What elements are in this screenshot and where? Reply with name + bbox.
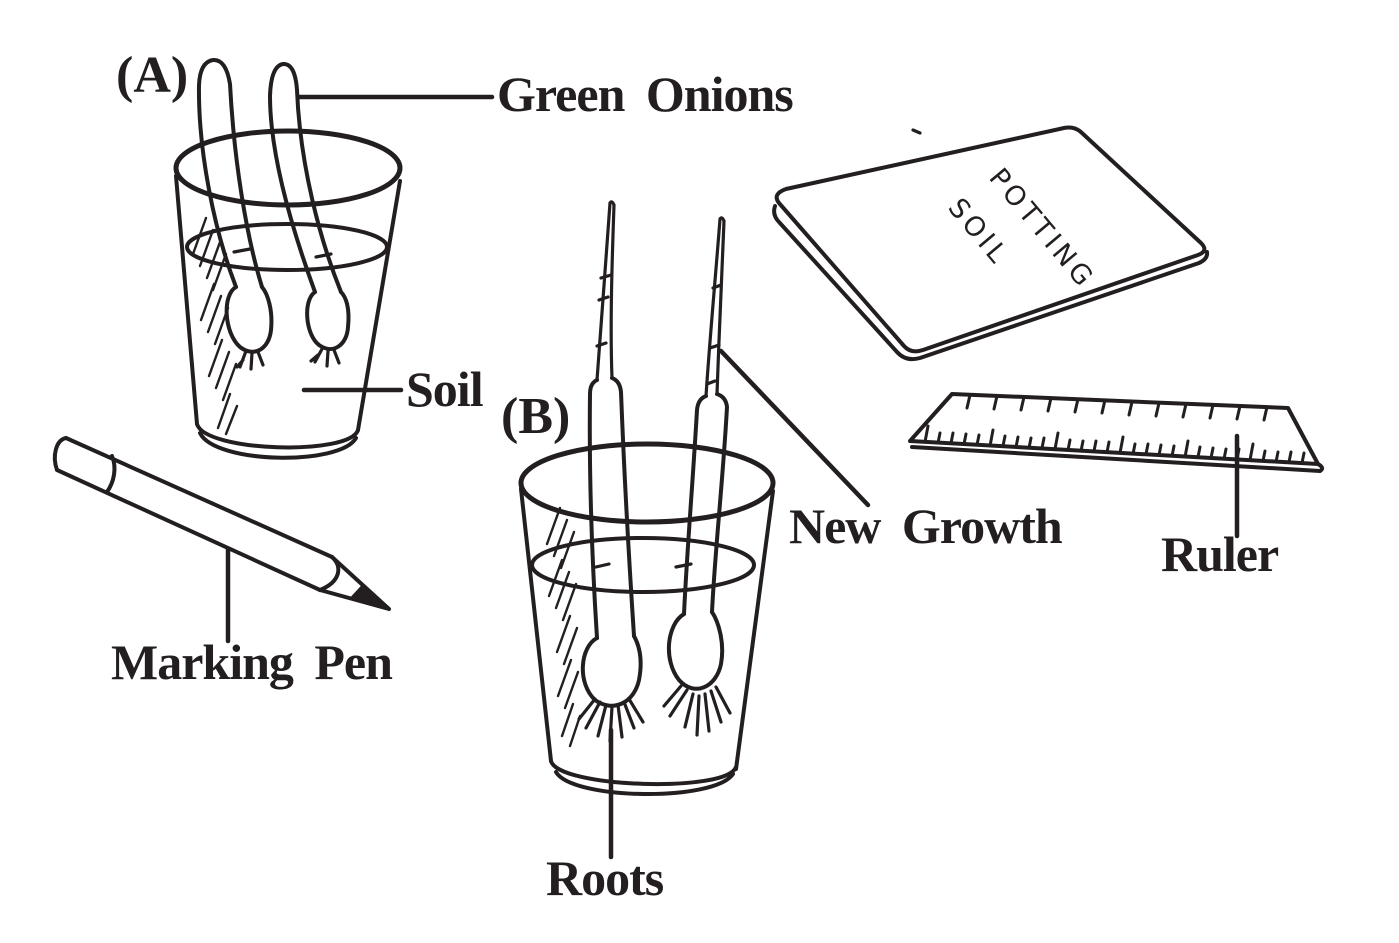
onion-b-right-roots [662, 684, 732, 737]
onion-a-right-bulb [305, 290, 351, 351]
ruler-scale-ticks [923, 424, 1306, 465]
cup-b-sketch [518, 441, 776, 797]
panel-a-tag: (A) [116, 47, 188, 104]
pen-cap-band [105, 454, 117, 494]
roots-label: Roots [546, 850, 664, 906]
onion-a-right-roots [309, 347, 341, 368]
bag-text-potting: POTTING [983, 163, 1101, 296]
pen-cap-end [52, 436, 68, 472]
cup-a-bottom [195, 422, 360, 450]
onion-a-left-bulb [224, 285, 274, 354]
onion-b-right-stalk [682, 392, 729, 616]
ruler-outline [908, 392, 1320, 466]
onion-b-left-shoot-marks [595, 273, 613, 348]
onion-a-left-top [196, 58, 264, 289]
onion-b-left-bulb [580, 634, 643, 708]
onion-b-left-shoot [595, 200, 616, 382]
bag-outline [774, 125, 1207, 354]
cup-a-base-edge [198, 431, 358, 460]
bag-thickness-edge [772, 204, 1210, 362]
panel-b-tag: (B) [501, 388, 570, 445]
soil-label: Soil [406, 361, 484, 417]
onion-b-left-roots [577, 697, 645, 743]
onion-a-right-top [268, 62, 343, 294]
pen-top-edge [64, 436, 334, 559]
green-onion-a-left-sketch [196, 58, 274, 371]
pen-bottom-edge [55, 468, 322, 592]
cup-b-bottom [549, 759, 738, 787]
cup-b-glass-hatching [545, 506, 582, 748]
cup-a-right-wall [356, 179, 402, 432]
cup-a-left-wall [174, 174, 199, 426]
cup-b-left-wall [519, 487, 553, 763]
onion-a-left-roots [235, 349, 265, 371]
cup-b-base-edge [554, 770, 735, 797]
onion-b-right-water-mark [674, 562, 693, 569]
onion-b-right-shoot [704, 216, 726, 398]
cup-b-right-wall [734, 489, 775, 771]
green-onion-b-left-sketch [577, 200, 645, 743]
ruler-label: Ruler [1161, 526, 1279, 582]
new-growth-label: New Growth [789, 498, 1063, 554]
green-onion-b-right-sketch [662, 216, 732, 737]
marking-pen-sketch [52, 436, 391, 611]
ruler-sketch [908, 392, 1325, 473]
cup-a-sketch [173, 128, 403, 460]
onion-b-left-water-mark [594, 562, 611, 569]
marking-pen-label: Marking Pen [111, 634, 393, 690]
green-onions-label: Green Onions [497, 66, 793, 122]
onion-b-right-shoot-marks [705, 283, 723, 386]
ruler-top-ticks [965, 393, 1269, 422]
onion-a-right-soil-mark [314, 252, 333, 259]
ruler-thickness-edge [910, 445, 1325, 473]
onion-b-right-bulb [666, 610, 725, 691]
cup-b-water-line [530, 536, 756, 594]
bag-speck [911, 128, 922, 135]
cup-a-glass-hatching [191, 216, 239, 436]
cup-a-soil-line [185, 222, 389, 272]
cup-b-rim [518, 441, 776, 525]
pen-tip-point [350, 584, 390, 610]
onion-b-left-stalk [587, 376, 636, 640]
onion-a-left-soil-mark [232, 247, 252, 254]
green-onion-a-right-sketch [268, 62, 351, 368]
potting-soil-bag-sketch: POTTING SOIL [772, 125, 1210, 362]
new-growth-leader-line [718, 348, 871, 508]
